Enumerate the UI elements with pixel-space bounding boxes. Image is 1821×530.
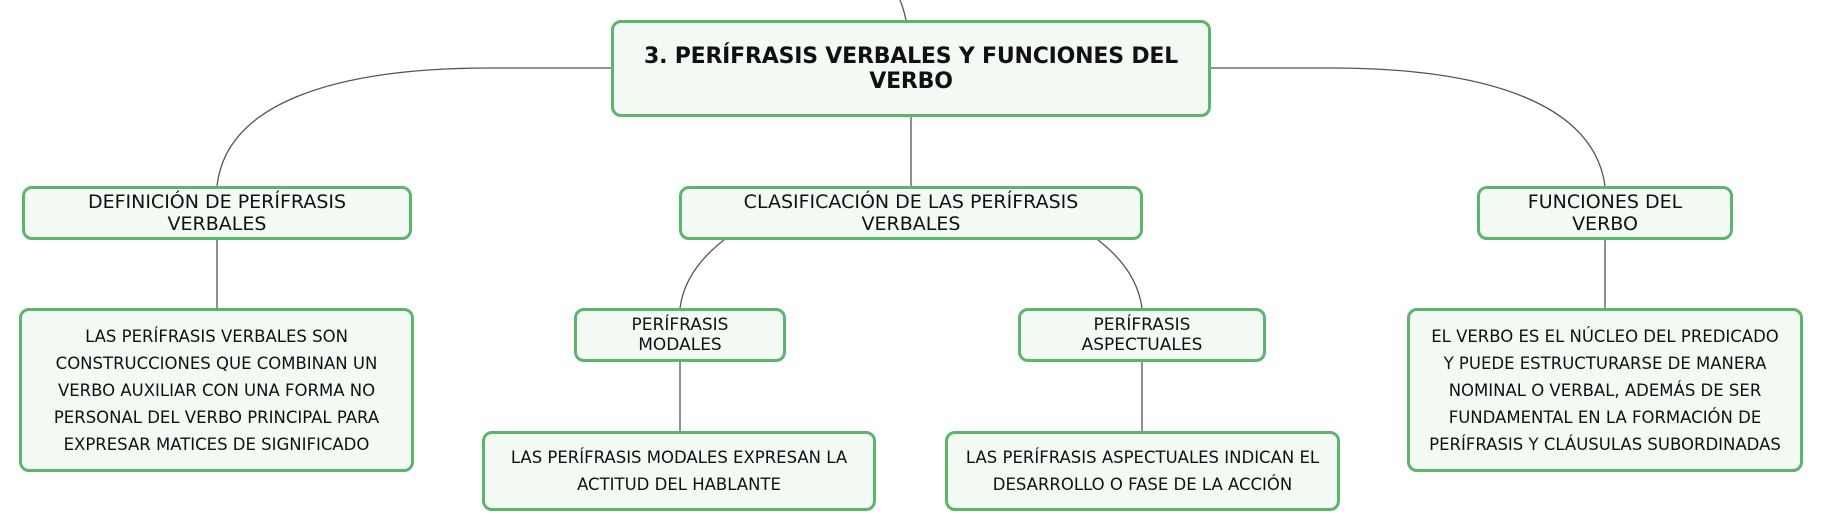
funciones-description-text: EL VERBO ES EL NÚCLEO DEL PREDICADO Y PU…	[1429, 326, 1781, 454]
root-node-label: 3. PERÍFRASIS VERBALES Y FUNCIONES DEL V…	[643, 43, 1179, 94]
definicion-description-node[interactable]: LAS PERÍFRASIS VERBALES SON CONSTRUCCION…	[19, 308, 414, 472]
aspectuales-description-text: LAS PERÍFRASIS ASPECTUALES INDICAN EL DE…	[965, 448, 1320, 494]
definicion-description-text: LAS PERÍFRASIS VERBALES SON CONSTRUCCION…	[53, 326, 380, 454]
aspectuales-node-label: PERÍFRASIS ASPECTUALES	[1081, 315, 1203, 355]
modales-description-text: LAS PERÍFRASIS MODALES EXPRESAN LA ACTIT…	[510, 448, 848, 494]
definicion-node[interactable]: DEFINICIÓN DE PERÍFRASIS VERBALES	[22, 186, 412, 240]
funciones-node[interactable]: FUNCIONES DEL VERBO	[1477, 186, 1733, 240]
modales-node-label: PERÍFRASIS MODALES	[631, 315, 729, 355]
connector-clasificacion-modales	[679, 239, 725, 309]
connector-root-funciones	[1211, 67, 1606, 187]
definicion-node-label: DEFINICIÓN DE PERÍFRASIS VERBALES	[87, 191, 347, 235]
funciones-node-label: FUNCIONES DEL VERBO	[1527, 191, 1683, 235]
aspectuales-description-node[interactable]: LAS PERÍFRASIS ASPECTUALES INDICAN EL DE…	[945, 431, 1340, 511]
root-node[interactable]: 3. PERÍFRASIS VERBALES Y FUNCIONES DEL V…	[611, 20, 1211, 117]
modales-description-node[interactable]: LAS PERÍFRASIS MODALES EXPRESAN LA ACTIT…	[482, 431, 876, 511]
clasificacion-node[interactable]: CLASIFICACIÓN DE LAS PERÍFRASIS VERBALES	[679, 186, 1143, 240]
clasificacion-node-label: CLASIFICACIÓN DE LAS PERÍFRASIS VERBALES	[743, 191, 1079, 235]
connector-root-definicion	[216, 67, 611, 187]
connector-clasificacion-aspectuales	[1097, 239, 1143, 309]
aspectuales-node[interactable]: PERÍFRASIS ASPECTUALES	[1018, 308, 1266, 362]
funciones-description-node[interactable]: EL VERBO ES EL NÚCLEO DEL PREDICADO Y PU…	[1407, 308, 1803, 472]
connector-parent-in	[899, 0, 907, 21]
modales-node[interactable]: PERÍFRASIS MODALES	[574, 308, 786, 362]
